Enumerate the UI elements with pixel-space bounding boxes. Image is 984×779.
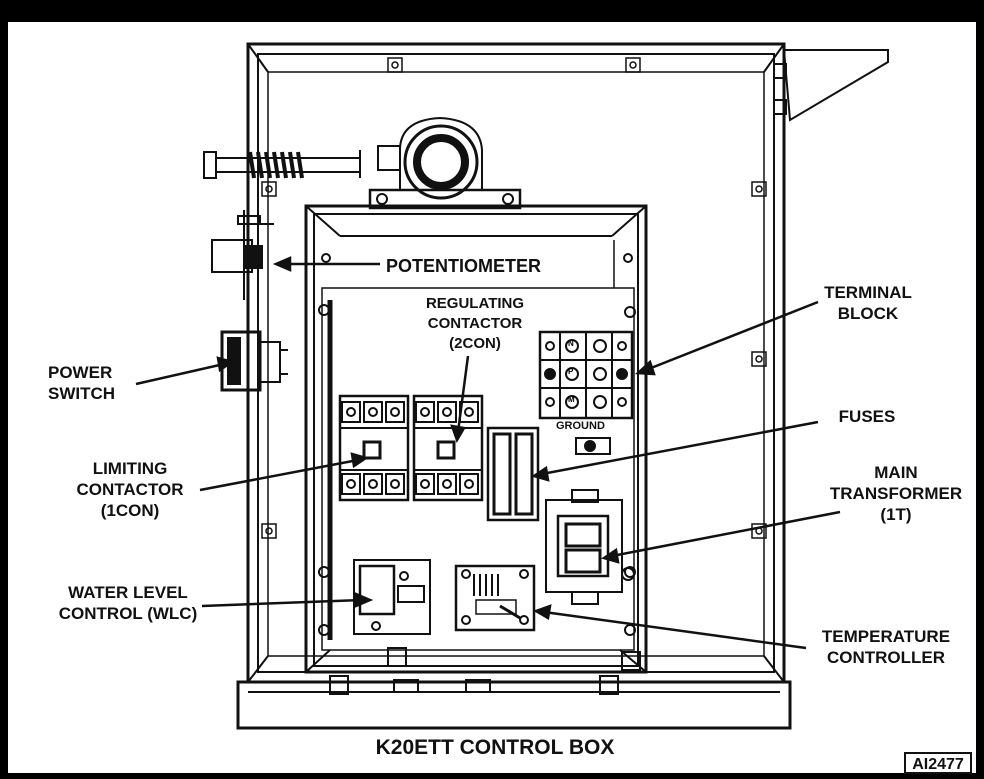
- water-level-control-label: WATER LEVEL CONTROL (WLC): [58, 583, 198, 623]
- conduit-fitting: [368, 116, 522, 210]
- right-border: [976, 0, 984, 779]
- terminal-block-body: [538, 330, 634, 420]
- ground-lug: [575, 437, 611, 455]
- frame-bolts: [261, 57, 767, 539]
- door-flap: [773, 49, 889, 122]
- terminal-letter-m: M: [568, 395, 575, 404]
- water-level-control-body: [353, 559, 431, 635]
- power-switch-body: [220, 330, 288, 392]
- terminal-letter-p: P: [568, 367, 574, 376]
- leader-lines: [135, 256, 841, 650]
- left-border: [0, 0, 8, 779]
- limiting-contactor-body: [338, 394, 410, 502]
- limiting-contactor-label: LIMITING CONTACTOR (1CON): [76, 459, 184, 520]
- terminal-block-label: TERMINAL BLOCK: [824, 283, 912, 323]
- top-border-bar: [0, 0, 984, 22]
- bottom-border: [0, 773, 984, 779]
- potentiometer-shaft: [203, 150, 361, 179]
- diagram-caption: K20ETT CONTROL BOX: [375, 736, 615, 759]
- regulating-contactor-label: REGULATING CONTACTOR (2CON): [425, 295, 525, 352]
- power-switch-label: POWER SWITCH: [48, 363, 116, 403]
- enclosure-base: [236, 675, 792, 730]
- potentiometer-body: [211, 210, 274, 300]
- inner-panel: [304, 204, 648, 674]
- fuses-body: [486, 426, 540, 522]
- temperature-controller-body: [454, 564, 536, 632]
- figure-id: AI2477: [904, 752, 972, 774]
- temperature-controller-label: TEMPERATURE CONTROLLER: [821, 627, 951, 667]
- main-transformer-body: [545, 489, 635, 605]
- ground-label: GROUND: [556, 420, 605, 432]
- regulating-contactor-body: [412, 394, 484, 502]
- main-transformer-label: MAIN TRANSFORMER (1T): [829, 463, 963, 524]
- potentiometer-label: POTENTIOMETER: [386, 256, 542, 276]
- fuses-label: FUSES: [838, 407, 896, 426]
- terminal-letter-n: N: [568, 339, 574, 348]
